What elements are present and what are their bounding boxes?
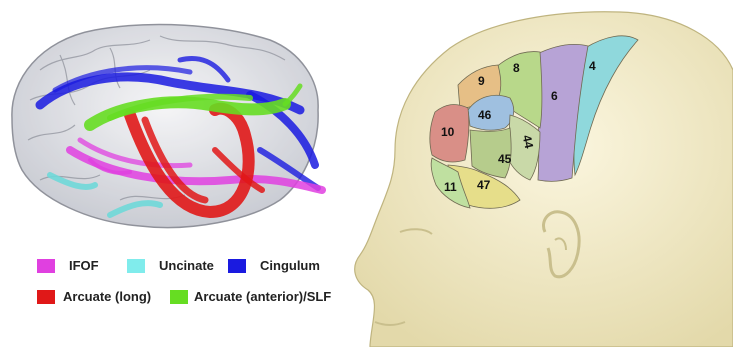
legend-swatch-arcuate-long — [37, 290, 55, 304]
legend-swatch-cingulum — [228, 259, 246, 273]
legend-item-cingulum: Cingulum — [228, 258, 320, 273]
legend-item-uncinate: Uncinate — [127, 258, 214, 273]
legend-item-arcuate-long: Arcuate (long) — [37, 289, 151, 304]
legend-swatch-uncinate — [127, 259, 145, 273]
legend-label-arcuate-anterior-slf: Arcuate (anterior)/SLF — [194, 289, 331, 304]
region-label-11: 11 — [444, 180, 457, 194]
legend-item-ifof: IFOF — [37, 258, 99, 273]
legend-swatch-arcuate-anterior-slf — [170, 290, 188, 304]
legend-swatch-ifof — [37, 259, 55, 273]
legend-label-ifof: IFOF — [69, 258, 99, 273]
legend-label-cingulum: Cingulum — [260, 258, 320, 273]
region-label-45: 45 — [498, 152, 512, 166]
legend-label-arcuate-long: Arcuate (long) — [63, 289, 151, 304]
tractography-brain — [12, 25, 322, 228]
region-label-6: 6 — [551, 89, 558, 103]
region-label-8: 8 — [513, 61, 520, 75]
region-label-10: 10 — [441, 125, 455, 139]
region-label-9: 9 — [478, 74, 485, 88]
brain-outline — [12, 25, 318, 228]
legend-label-uncinate: Uncinate — [159, 258, 214, 273]
region-label-46: 46 — [478, 108, 492, 122]
legend-item-arcuate-anterior-slf: Arcuate (anterior)/SLF — [170, 289, 331, 304]
region-label-4: 4 — [589, 59, 596, 73]
region-label-47: 47 — [477, 178, 491, 192]
